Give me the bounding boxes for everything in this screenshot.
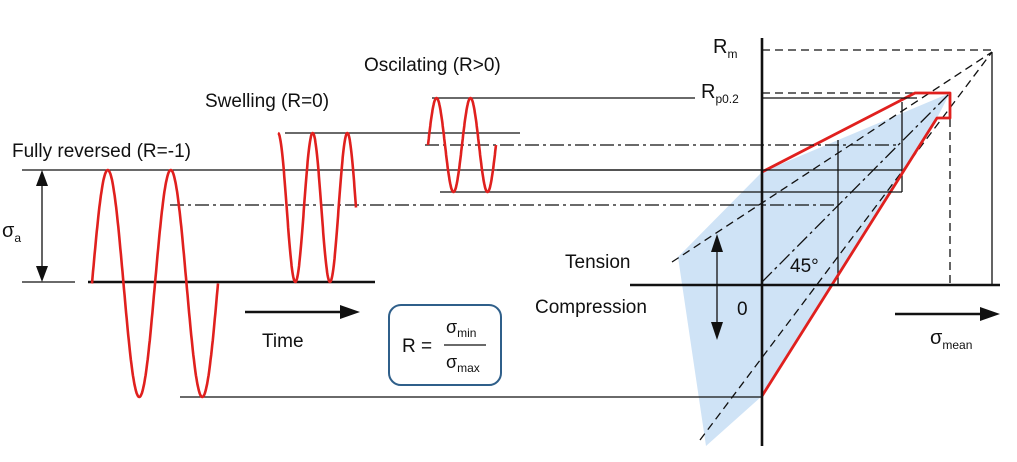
time-label: Time [262, 331, 304, 352]
sigma-a-label: σa [2, 220, 21, 245]
angle-label: 45° [790, 256, 819, 277]
goodman-boundary-line [760, 91, 952, 397]
sigma-a-subscript: a [14, 231, 21, 245]
formula-denominator: σmax [446, 352, 480, 375]
rm-subscript: m [727, 47, 737, 61]
sigma-mean-arrow [895, 307, 1000, 321]
rm-label: Rm [713, 36, 737, 61]
formula-lhs: R = [402, 336, 432, 357]
fully-reversed-wave [90, 168, 220, 399]
fully-reversed-label: Fully reversed (R=-1) [12, 141, 191, 162]
sigma-mean-symbol: σ [930, 327, 943, 349]
formula-numerator: σmin [446, 317, 476, 340]
rm-symbol: R [713, 36, 727, 58]
rp-symbol: R [701, 81, 715, 103]
swelling-label: Swelling (R=0) [205, 91, 329, 112]
45-degree-line [761, 92, 951, 283]
sigma-mean-subscript: mean [942, 338, 972, 352]
safe-region-fill [678, 93, 950, 446]
denominator-symbol: σ [446, 352, 457, 372]
numerator-subscript: min [457, 326, 476, 340]
tension-compression-arrow [711, 234, 723, 340]
time-arrow [245, 305, 360, 319]
upper-dashed-envelope [671, 51, 993, 263]
tension-label: Tension [565, 252, 631, 273]
sigma-mean-label: σmean [930, 327, 972, 352]
numerator-symbol: σ [446, 317, 457, 337]
oscillating-label: Oscilating (R>0) [364, 55, 501, 76]
sigma-a-arrow [22, 170, 75, 283]
zero-label: 0 [737, 299, 748, 320]
rp-subscript: p0.2 [715, 92, 739, 106]
rp-label: Rp0.2 [701, 81, 739, 106]
swelling-wave [277, 131, 358, 284]
denominator-subscript: max [457, 361, 480, 375]
compression-label: Compression [535, 297, 647, 318]
oscillating-wave [426, 96, 498, 194]
r-ratio-formula-box: R = σmin σmax [388, 304, 502, 386]
sigma-a-symbol: σ [2, 220, 15, 242]
